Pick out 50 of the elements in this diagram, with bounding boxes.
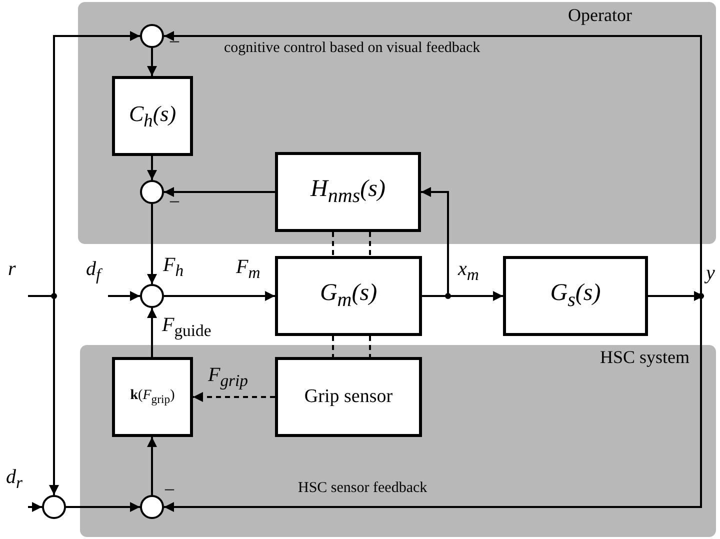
block-label: H$_{nms}$(s): [310, 176, 386, 208]
summing-junction: [140, 495, 164, 519]
arrow: [147, 48, 157, 76]
signal-label: F$_{h}$: [163, 254, 184, 281]
minus-sign: –: [165, 478, 174, 499]
connector-line: [369, 232, 371, 256]
signal-label: y: [706, 262, 715, 285]
signal-label: x$_{m}$: [458, 258, 479, 285]
signal-label: F$_{m}$: [236, 256, 260, 283]
signal-label: d$_{f}$: [86, 258, 101, 285]
block-label: Grip sensor: [304, 386, 393, 408]
annotation-text: cognitive control based on visual feedback: [224, 40, 480, 57]
arrow: [108, 291, 140, 301]
arrow: [66, 502, 140, 512]
arrow: [28, 502, 42, 512]
block-box: [503, 256, 648, 336]
operator-panel: [78, 2, 716, 244]
hsc-system-panel: [80, 345, 716, 537]
signal-label: d$_{r}$: [6, 466, 22, 493]
block-box: [112, 76, 193, 156]
block-label: k(F$_{grip}$): [130, 388, 175, 406]
panel-title: Operator: [568, 5, 632, 26]
minus-sign: –: [170, 30, 179, 51]
annotation-text: HSC sensor feedback: [298, 480, 428, 497]
block-box: [112, 357, 193, 437]
block-box: [275, 256, 422, 336]
block-box: [275, 357, 422, 437]
connector-line: [332, 232, 334, 256]
signal-label: F$_{grip}$: [208, 364, 248, 391]
minus-sign: –: [170, 190, 179, 211]
arrow: [147, 156, 157, 180]
summing-junction: [42, 495, 66, 519]
summing-junction: [140, 180, 164, 204]
arrow: [164, 291, 275, 301]
block-label: G$_{s}$(s): [550, 280, 601, 312]
arrow: [147, 204, 157, 284]
summing-junction: [140, 24, 164, 48]
arrow: [147, 437, 157, 495]
block-box: [275, 152, 421, 232]
signal-label: F$_{guide}$: [162, 314, 212, 341]
arrow: [193, 392, 275, 402]
block-label: C$_{h}$(s): [128, 100, 176, 132]
block-label: G$_{m}$(s): [320, 280, 378, 312]
arrow: [147, 308, 157, 357]
connector-line: [332, 336, 334, 357]
signal-label: r: [8, 258, 16, 281]
connector-line: [369, 336, 371, 357]
panel-title: HSC system: [600, 347, 690, 368]
summing-junction: [140, 284, 164, 308]
arrow: [164, 187, 275, 197]
